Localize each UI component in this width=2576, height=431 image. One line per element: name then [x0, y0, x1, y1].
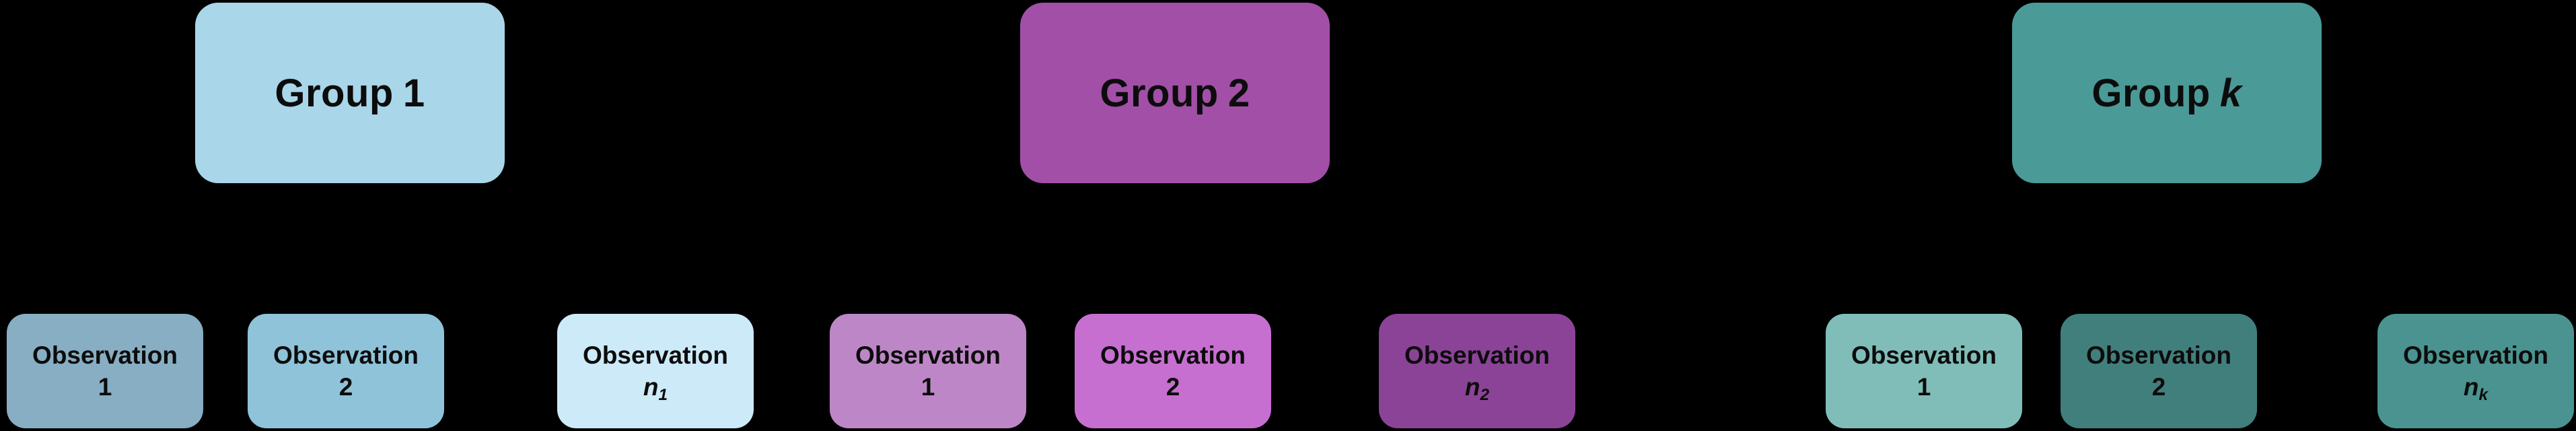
observation-gk-2-label: Observation2 — [2086, 341, 2231, 401]
group-box-1: Group1 — [195, 3, 505, 183]
observation-g2-n2-label: Observationn2 — [1404, 341, 1550, 404]
group-k-label: Groupk — [2091, 71, 2242, 115]
observation-box-g1-1: Observation1 — [7, 314, 203, 428]
group-1-label: Group1 — [275, 71, 425, 115]
observation-gk-nk-label: Observationnk — [2403, 341, 2548, 404]
observation-box-g2-1: Observation1 — [830, 314, 1026, 428]
observation-g1-1-label: Observation1 — [32, 341, 178, 401]
observation-box-g1-2: Observation2 — [248, 314, 444, 428]
group-box-k: Groupk — [2012, 3, 2322, 183]
observation-box-g2-2: Observation2 — [1075, 314, 1271, 428]
observation-gk-1-label: Observation1 — [1851, 341, 1997, 401]
observation-g1-n1-label: Observationn1 — [583, 341, 728, 404]
observation-box-gk-2: Observation2 — [2061, 314, 2257, 428]
group-2-label: Group2 — [1100, 71, 1250, 115]
observation-box-gk-1: Observation1 — [1826, 314, 2022, 428]
observation-box-g1-n1: Observationn1 — [557, 314, 754, 428]
observation-box-gk-nk: Observationnk — [2377, 314, 2574, 428]
observation-g2-2-label: Observation2 — [1100, 341, 1246, 401]
observation-g2-1-label: Observation1 — [855, 341, 1001, 401]
group-box-2: Group2 — [1020, 3, 1330, 183]
observation-box-g2-n2: Observationn2 — [1379, 314, 1575, 428]
observation-g1-2-label: Observation2 — [273, 341, 419, 401]
